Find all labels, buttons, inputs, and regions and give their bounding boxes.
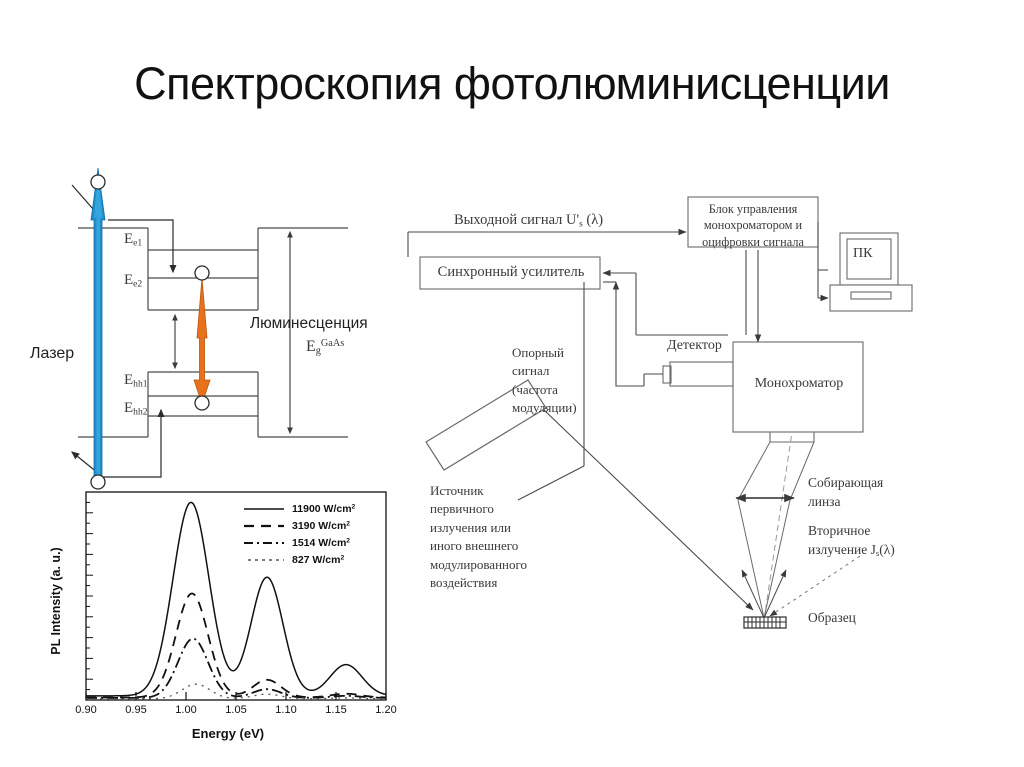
chart-series-line (86, 501, 387, 697)
legend-label-1: 3190 W/cm (292, 519, 347, 532)
pl-spectrum-chart: PL Intensity (a. u.) 11900 W/cm2 3190 W/… (30, 486, 400, 761)
chart-x-tick: 0.95 (125, 704, 147, 716)
lock-in-amplifier-box (419, 256, 601, 290)
sample-label: Образец (808, 610, 856, 625)
chart-x-tick: 1.05 (225, 704, 247, 716)
legend-label-2: 1514 W/cm (292, 536, 347, 549)
excitation-source-slab (425, 379, 547, 471)
pl-setup-block-diagram: Выходной сигнал U's (λ) Синхронный усили… (398, 170, 1024, 670)
legend-label-0: 11900 W/cm (292, 502, 352, 515)
level-label-hh1: Ehh1 (124, 372, 148, 390)
chart-x-axis-label: Energy (eV) (191, 726, 265, 741)
chart-x-tick: 1.15 (325, 704, 347, 716)
collecting-lens-optics (735, 431, 861, 621)
chart-x-tick-labels: 0.90 0.95 1.00 1.05 1.10 1.15 1.20 (58, 704, 398, 722)
page-title: Спектроскопия фотолюминисценции (134, 58, 890, 109)
chart-legend: 11900 W/cm2 3190 W/cm2 1514 W/cm2 827 W/… (242, 500, 382, 568)
laser-label: Лазер (30, 345, 75, 362)
legend-item-1: 3190 W/cm2 (244, 519, 351, 532)
secondary-radiation-label: Вторичное излучение Js(λ) (808, 523, 895, 558)
laser-excitation-arrow (90, 167, 106, 478)
chart-plot-area (85, 491, 387, 701)
pc-monitor-icon (829, 232, 913, 312)
detector-label: Детектор (667, 338, 722, 353)
chart-x-tick: 0.90 (75, 704, 97, 716)
chart-x-tick: 1.00 (175, 704, 197, 716)
reference-signal-label: Опорный сигнал (частота модуляции) (512, 345, 577, 416)
level-label-e1: Ee1 (124, 231, 143, 249)
collecting-lens-label: Собирающая линза (808, 475, 884, 509)
monochromator-box (732, 341, 864, 433)
legend-item-3: 827 W/cm2 (248, 553, 345, 566)
chart-x-tick: 1.10 (275, 704, 297, 716)
chart-series-line (86, 637, 387, 699)
pc-label: ПК (853, 246, 873, 261)
chart-x-tick: 1.20 (375, 704, 397, 716)
level-label-e2: Ee2 (124, 272, 143, 290)
lock-in-amplifier-label: Синхронный усилитель (437, 264, 585, 280)
level-label-hh2: Ehh2 (124, 400, 148, 418)
luminescence-label: Люминесценция (250, 315, 368, 332)
monochromator-label: Монохроматор (754, 376, 844, 391)
excitation-source-label: Источник первичного излучения или иного … (430, 483, 527, 591)
control-unit-label: Блок управления монохроматором и оцифров… (702, 202, 804, 249)
output-signal-label: Выходной сигнал U's (λ) (454, 212, 604, 230)
chart-series-line (86, 683, 386, 700)
energy-band-diagram: Ee1 Ee2 Ehh1 Ehh2 Лазер Люминесценция Eg… (28, 160, 408, 500)
sample-icon (743, 616, 787, 629)
legend-item-0: 11900 W/cm2 (244, 502, 356, 515)
chart-series-line (86, 592, 387, 699)
detector-box (669, 361, 734, 387)
legend-item-2: 1514 W/cm2 (244, 536, 351, 549)
bandgap-label: EgGaAs (306, 338, 345, 357)
luminescence-emission-arrow (193, 277, 211, 406)
legend-label-3: 827 W/cm (292, 553, 341, 566)
